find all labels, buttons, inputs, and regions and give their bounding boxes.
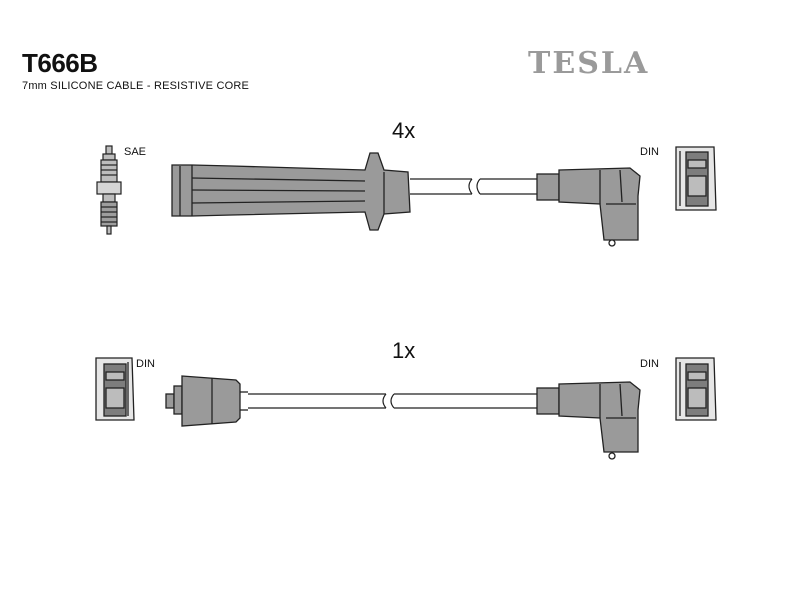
din-terminal-icon	[675, 146, 717, 211]
row2-cable	[248, 393, 537, 409]
row1-angle-boot	[536, 167, 641, 247]
row2-right-connector-label: DIN	[640, 358, 659, 370]
spark-plug-icon	[96, 145, 122, 235]
row2-angle-boot	[536, 381, 641, 460]
brand-logo: TESLA	[528, 46, 650, 81]
row2-quantity: 1x	[392, 338, 416, 363]
cable-description: 7mm SILICONE CABLE - RESISTIVE CORE	[22, 80, 250, 92]
row1-left-connector-label: SAE	[124, 146, 147, 158]
row2-straight-boot	[165, 375, 248, 427]
part-number: T666B	[22, 48, 98, 78]
din-terminal-icon	[675, 357, 717, 421]
row1-right-connector-label: DIN	[640, 146, 659, 158]
row1-cable	[410, 178, 537, 195]
row1-quantity: 4x	[392, 118, 416, 143]
din-terminal-icon	[95, 357, 135, 421]
row1-plug-boot	[171, 152, 411, 231]
row2-left-connector-label: DIN	[136, 358, 155, 370]
